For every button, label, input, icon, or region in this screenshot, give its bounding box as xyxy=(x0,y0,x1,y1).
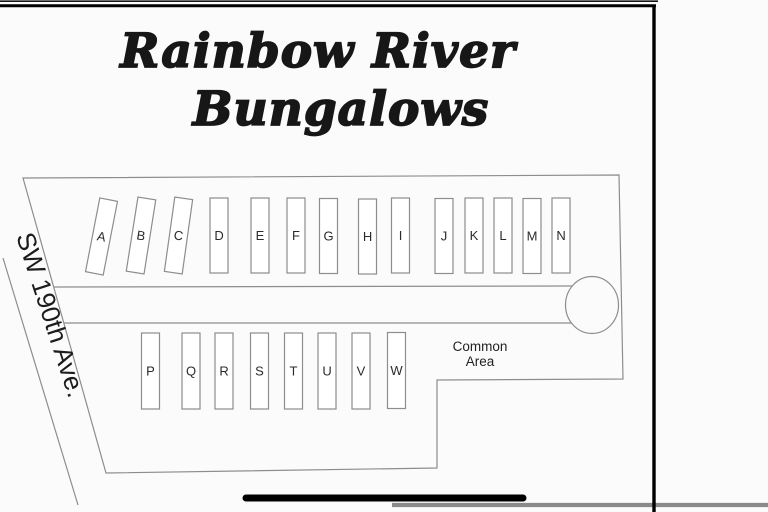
lot-outline xyxy=(351,332,371,410)
lot-label: V xyxy=(357,364,366,379)
lot-label: D xyxy=(214,228,223,243)
lot-outline xyxy=(214,332,234,410)
lot-label: G xyxy=(323,229,333,244)
road-top-edge-line xyxy=(53,285,574,288)
lot-label: M xyxy=(527,229,538,244)
lot-outline xyxy=(493,197,513,274)
lot-label: I xyxy=(399,228,403,243)
common-area-label-line-1: Common xyxy=(453,339,508,354)
lot-w: W xyxy=(386,331,407,410)
lot-outline xyxy=(249,332,270,410)
lot-outline xyxy=(386,331,407,410)
lot-label: U xyxy=(322,364,331,379)
lot-outline xyxy=(551,197,571,274)
property-boundary xyxy=(22,174,624,474)
lot-label: R xyxy=(219,364,228,379)
lot-i: I xyxy=(390,197,411,274)
lot-outline xyxy=(317,332,337,410)
lot-label: K xyxy=(470,228,479,243)
lot-label: Q xyxy=(186,364,196,379)
street-label: SW 190th Ave. xyxy=(10,229,92,401)
lot-label: A xyxy=(96,228,108,244)
lot-m: M xyxy=(522,197,542,275)
lot-outline xyxy=(286,197,306,274)
lot-label: H xyxy=(363,229,372,244)
lot-p: P xyxy=(140,332,161,410)
lot-outline xyxy=(209,197,229,274)
lot-label: C xyxy=(173,227,184,243)
lot-outline xyxy=(163,196,194,275)
lot-r: R xyxy=(214,332,234,410)
lot-t: T xyxy=(283,332,304,410)
lot-e: E xyxy=(250,197,270,274)
lot-h: H xyxy=(357,198,378,275)
lot-outline xyxy=(250,197,270,274)
lot-outline xyxy=(125,196,157,275)
lot-outline xyxy=(357,198,378,275)
lot-s: S xyxy=(249,332,270,410)
lot-outline xyxy=(464,197,484,274)
lot-label: B xyxy=(136,227,147,243)
lot-a: A xyxy=(84,197,119,276)
lot-outline xyxy=(140,332,161,410)
lot-label: P xyxy=(146,364,155,379)
street-outer-edge-line xyxy=(2,257,79,506)
lot-d: D xyxy=(209,197,229,274)
lot-label: E xyxy=(256,228,265,243)
page-title-line-1: Rainbow River xyxy=(119,24,516,79)
lot-f: F xyxy=(286,197,306,274)
page-title-line-2: Bungalows xyxy=(192,82,490,137)
lot-outline xyxy=(181,332,201,410)
lot-j: J xyxy=(434,197,454,275)
lot-c: C xyxy=(163,196,194,275)
lot-label: L xyxy=(499,228,506,243)
lot-g: G xyxy=(318,197,339,275)
lot-label: J xyxy=(441,229,448,244)
lot-k: K xyxy=(464,197,484,274)
lot-outline xyxy=(283,332,304,410)
lot-label: T xyxy=(290,364,298,379)
lot-label: N xyxy=(556,228,565,243)
lot-q: Q xyxy=(181,332,201,410)
lot-label: S xyxy=(255,364,264,379)
cul-de-sac-circle xyxy=(564,275,620,335)
lot-outline xyxy=(318,197,339,275)
lot-n: N xyxy=(551,197,571,274)
lot-outline xyxy=(522,197,542,275)
lot-outline xyxy=(434,197,454,275)
common-area-label-line-2: Area xyxy=(466,354,495,369)
lot-label: W xyxy=(390,363,403,378)
lot-l: L xyxy=(493,197,513,274)
lot-outline xyxy=(84,197,119,276)
lot-v: V xyxy=(351,332,371,410)
lot-b: B xyxy=(125,196,157,275)
lot-outline xyxy=(390,197,411,274)
lot-label: F xyxy=(292,228,300,243)
lot-u: U xyxy=(317,332,337,410)
